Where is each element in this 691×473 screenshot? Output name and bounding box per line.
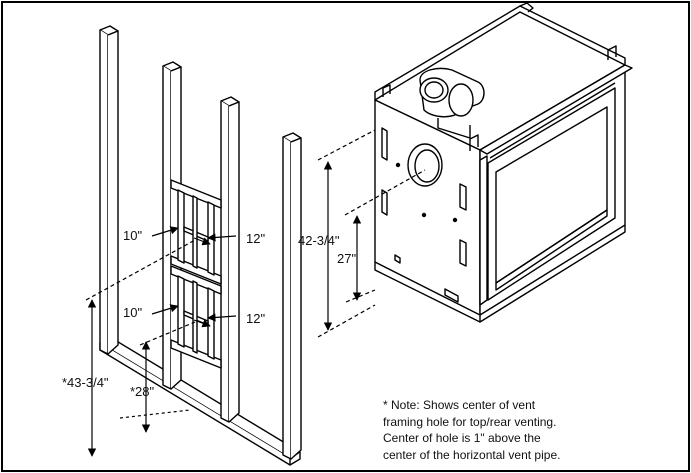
upper-opening-width-label: 10" [123, 228, 143, 243]
venting-note: * Note: Shows center of vent framing hol… [383, 397, 683, 463]
dimension-lines [85, 129, 426, 457]
note-line: framing hole for top/rear venting. [383, 414, 557, 429]
note-line: Center of hole is 1" above the [383, 431, 541, 445]
unit-total-height-label: 42-3/4" [298, 233, 340, 248]
upper-opening-height-label: 12" [246, 231, 266, 246]
note-line: center of the horizontal vent pipe. [383, 447, 561, 462]
lower-opening-width-label: 10" [123, 305, 143, 320]
note-line: * Note: Shows center of vent [383, 398, 536, 412]
frame-vent-height-label: *28" [130, 384, 155, 399]
fireplace-unit [374, 2, 633, 323]
unit-vent-height-label: 27" [337, 251, 357, 266]
frame-total-height-label: *43-3/4" [62, 375, 109, 390]
lower-opening-height-label: 12" [246, 311, 266, 326]
wall-framing [99, 25, 302, 466]
